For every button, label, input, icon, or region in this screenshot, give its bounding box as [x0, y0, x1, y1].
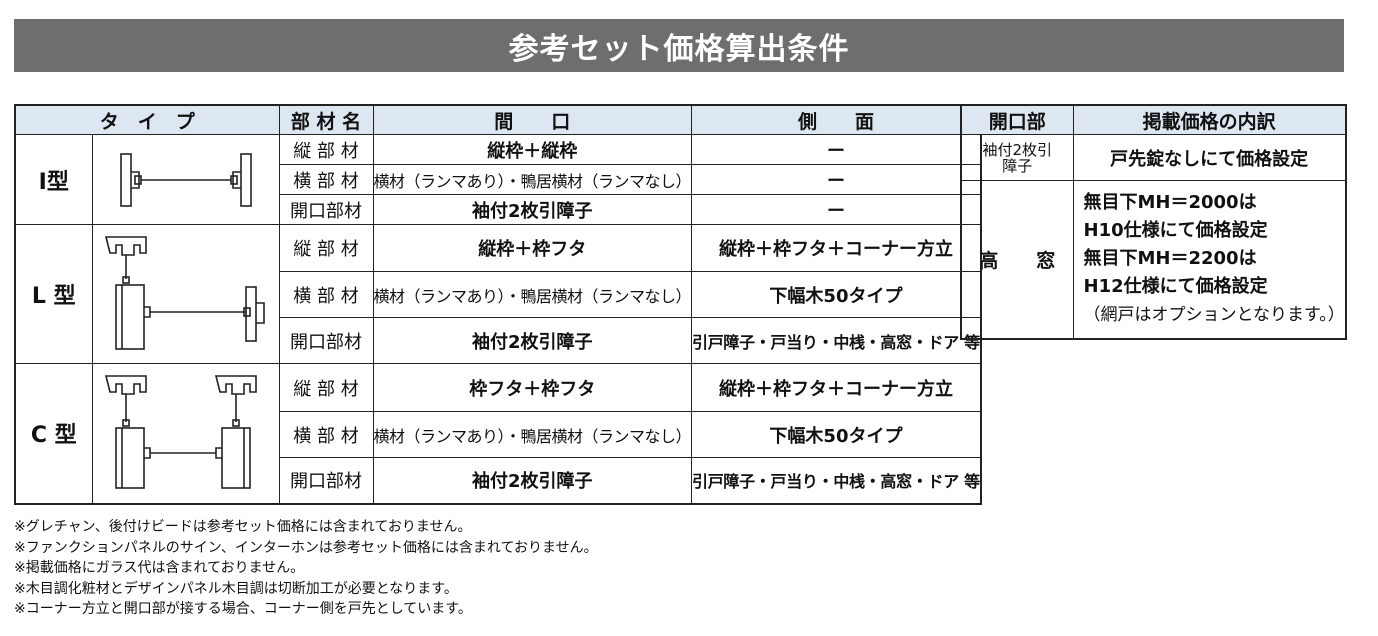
part-name: 開口部材 [278, 194, 374, 225]
header-part: 部 材 名 [278, 104, 374, 135]
page-title: 参考セット価格算出条件 [14, 19, 1344, 72]
table-row: L 型 縦 部 材 縦枠＋枠フタ 縦枠＋枠フタ＋コーナー方立 [14, 224, 982, 364]
footnote: ※掲載価格にガラス代は含まれておりません。 [14, 560, 305, 577]
part-name: 横 部 材 [278, 411, 374, 458]
side-value: 縦枠＋枠フタ＋コーナー方立 [691, 363, 982, 412]
part-name: 縦 部 材 [278, 224, 374, 272]
breakdown-line: （網戸はオプションとなります。） [1083, 305, 1345, 326]
table-row: C 型 縦 部 材 [14, 363, 982, 504]
front-value: 袖付2枚引障子 [372, 317, 693, 364]
side-value: 下幅木50タイプ [691, 411, 982, 458]
part-name: 横 部 材 [278, 271, 374, 318]
table-row: 開口部材 袖付2枚引障子 引戸障子・戸当り・中桟・高窓・ドア 等 [15, 317, 982, 364]
breakdown-line: H12仕様にて価格設定 [1083, 276, 1268, 298]
table-row: 袖付2枚引 障子 戸先錠なしにて価格設定 [960, 134, 1347, 181]
type-label-i: Ⅰ型 [14, 134, 93, 225]
table-row: 開口部材 袖付2枚引障子 ー [15, 194, 982, 225]
price-breakdown-table: 開口部 掲載価格の内訳 袖付2枚引 障子 戸先錠なしにて価格設定 高 窓 無目下… [960, 104, 1347, 340]
table-row: Ⅰ型 縦 部 材 縦枠＋縦枠 ー [14, 134, 982, 225]
footnote: ※コーナー方立と開口部が接する場合、コーナー側を戸先としています。 [14, 601, 472, 618]
conditions-table: タ イ プ 部 材 名 間 口 側 面 Ⅰ型 縦 部 材 縦枠＋縦枠 ー [14, 104, 982, 505]
header-type: タ イ プ [14, 104, 280, 135]
part-name: 横 部 材 [278, 164, 374, 195]
header-breakdown: 掲載価格の内訳 [1072, 104, 1347, 135]
footnote: ※ファンクションパネルのサイン、インターホンは参考セット価格には含まれておりませ… [14, 539, 598, 556]
footnotes: ※グレチャン、後付けビードは参考セット価格には含まれておりません。 ※ファンクシ… [14, 517, 598, 620]
front-value: 袖付2枚引障子 [372, 194, 693, 225]
breakdown-line: 無目下MH＝2000は [1083, 192, 1257, 214]
part-name: 縦 部 材 [278, 134, 374, 165]
side-value: 下幅木50タイプ [691, 271, 982, 318]
c-type-section-diagram-icon [91, 363, 280, 504]
table-row: 横 部 材 横材（ランマあり）・鴨居横材（ランマなし） 下幅木50タイプ [15, 411, 982, 458]
front-value: 枠フタ＋枠フタ [372, 363, 693, 412]
side-value: 引戸障子・戸当り・中桟・高窓・ドア 等 [691, 317, 982, 364]
opening-label: 袖付2枚引 障子 [960, 134, 1074, 181]
footnote: ※グレチャン、後付けビードは参考セット価格には含まれておりません。 [14, 519, 472, 535]
table-header-row: タ イ プ 部 材 名 間 口 側 面 [14, 104, 982, 135]
header-front: 間 口 [372, 104, 693, 135]
opening-label: 高 窓 [960, 180, 1074, 339]
breakdown-line: 無目下MH＝2200は [1083, 248, 1257, 270]
side-value: 縦枠＋枠フタ＋コーナー方立 [691, 224, 982, 272]
side-value: ー [691, 134, 982, 165]
front-value: 横材（ランマあり）・鴨居横材（ランマなし） [372, 411, 693, 458]
footnote: ※木目調化粧材とデザインパネル木目調は切断加工が必要となります。 [14, 580, 458, 597]
front-value: 縦枠＋枠フタ [372, 224, 693, 272]
table-header-row: 開口部 掲載価格の内訳 [960, 104, 1347, 135]
side-value: ー [691, 194, 982, 225]
l-type-section-diagram-icon [91, 224, 280, 364]
side-value: 引戸障子・戸当り・中桟・高窓・ドア 等 [691, 457, 982, 504]
table-row: 高 窓 無目下MH＝2000は H10仕様にて価格設定 無目下MH＝2200は … [960, 180, 1347, 339]
header-opening: 開口部 [960, 104, 1074, 135]
front-value: 縦枠＋縦枠 [372, 134, 693, 165]
part-name: 開口部材 [278, 457, 374, 504]
type-label-c: C 型 [14, 363, 93, 504]
breakdown-value: 戸先錠なしにて価格設定 [1072, 134, 1347, 181]
part-name: 縦 部 材 [278, 363, 374, 412]
header-side: 側 面 [691, 104, 982, 135]
front-value: 横材（ランマあり）・鴨居横材（ランマなし） [372, 164, 693, 195]
side-value: ー [691, 164, 982, 195]
part-name: 開口部材 [278, 317, 374, 364]
front-value: 横材（ランマあり）・鴨居横材（ランマなし） [372, 271, 693, 318]
table-row: 開口部材 袖付2枚引障子 引戸障子・戸当り・中桟・高窓・ドア 等 [15, 457, 982, 504]
front-value: 袖付2枚引障子 [372, 457, 693, 504]
type-label-l: L 型 [14, 224, 93, 364]
table-row: 横 部 材 横材（ランマあり）・鴨居横材（ランマなし） 下幅木50タイプ [15, 271, 982, 318]
opening-label-text: 袖付2枚引 障子 [982, 140, 1053, 175]
i-type-section-diagram-icon [91, 134, 280, 225]
breakdown-line: H10仕様にて価格設定 [1083, 220, 1268, 242]
breakdown-value: 無目下MH＝2000は H10仕様にて価格設定 無目下MH＝2200は H12仕… [1072, 180, 1347, 339]
